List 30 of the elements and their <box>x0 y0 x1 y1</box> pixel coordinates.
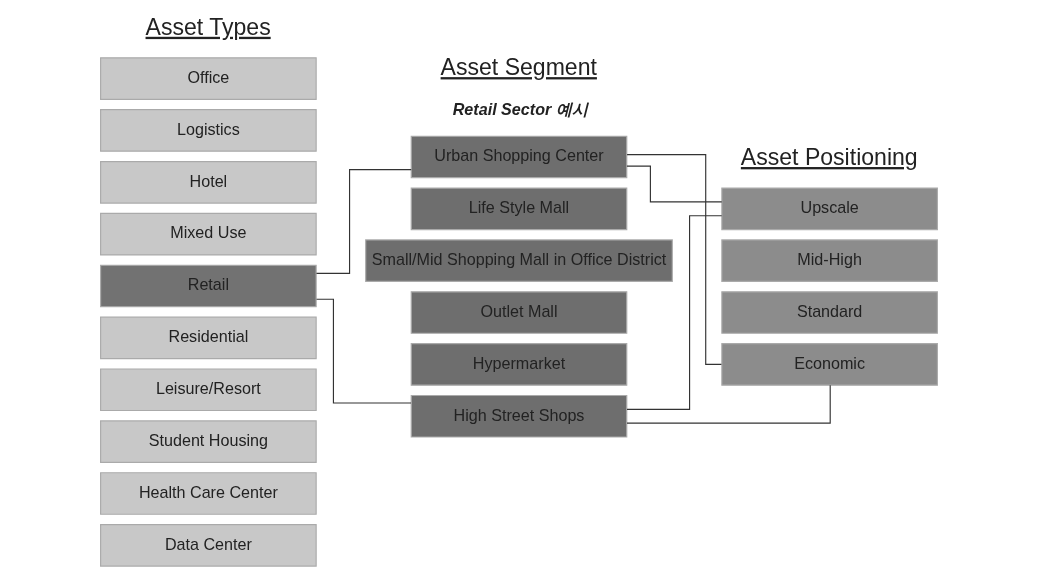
label: Asset Segment <box>440 54 597 81</box>
node-box: Hypermarket <box>410 343 628 386</box>
node-box: Health Care Center <box>100 472 317 515</box>
node-box: Mixed Use <box>100 212 317 256</box>
node-box: High Street Shops <box>410 394 628 438</box>
node-box: Data Center <box>100 524 317 567</box>
node-box: Logistics <box>100 109 317 152</box>
label: Retail Sector 예시 <box>452 100 588 119</box>
connector <box>626 154 722 365</box>
connector <box>626 384 831 424</box>
node-box: Hotel <box>100 161 317 204</box>
node-box: Urban Shopping Center <box>410 135 628 179</box>
node-box: Office <box>100 57 317 100</box>
connector <box>316 298 412 404</box>
node-box: Standard <box>721 291 938 334</box>
connector <box>315 169 412 274</box>
node-box: Residential <box>100 316 317 360</box>
node-box: Upscale <box>721 187 938 231</box>
connector <box>626 165 723 203</box>
node-box: Retail <box>100 264 317 308</box>
node-box: Small/Mid Shopping Mall in Office District <box>365 239 673 282</box>
label: Asset Types <box>145 13 271 40</box>
node-box: Life Style Mall <box>410 187 628 231</box>
label: Asset Positioning <box>740 144 918 171</box>
node-box: Outlet Mall <box>410 291 628 334</box>
node-box: Mid-High <box>721 239 938 282</box>
connector <box>626 215 723 410</box>
node-box: Student Housing <box>100 420 317 463</box>
node-box: Economic <box>721 343 938 386</box>
node-box: Leisure/Resort <box>100 368 317 412</box>
